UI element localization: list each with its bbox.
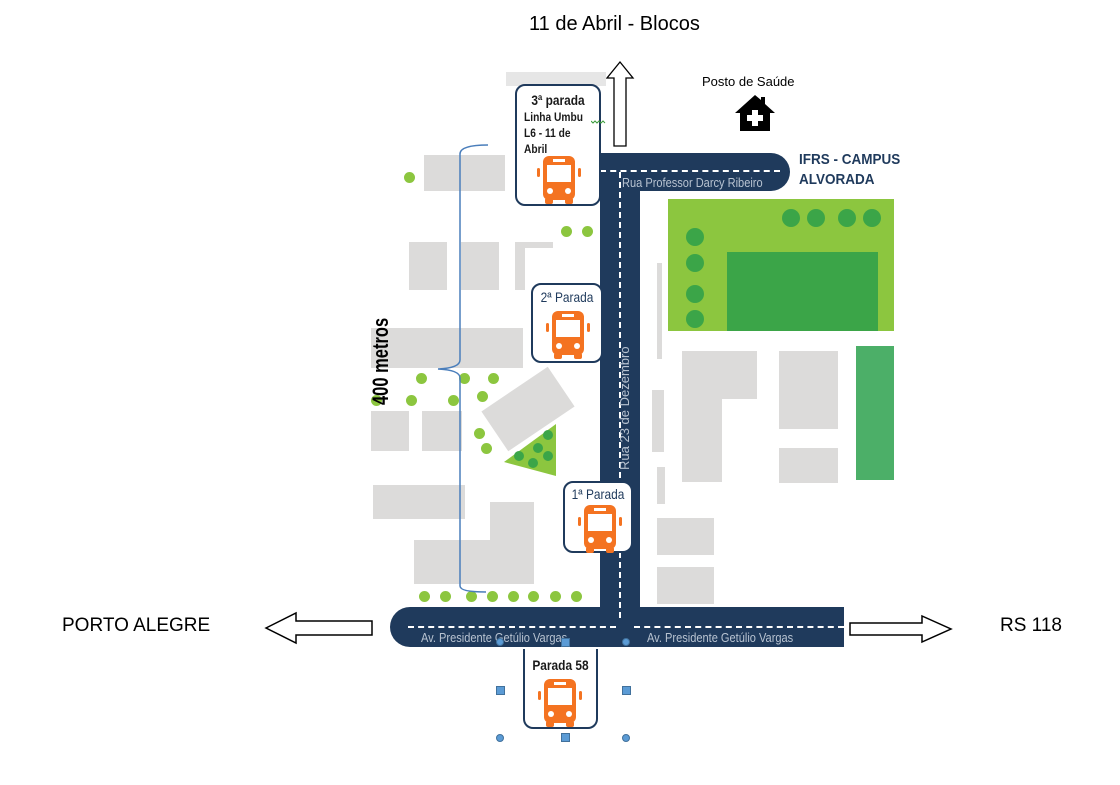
tree	[474, 428, 485, 439]
building	[409, 242, 447, 290]
tree	[561, 226, 572, 237]
lane-divider	[600, 170, 780, 172]
lane-divider	[619, 172, 621, 618]
tree	[477, 391, 488, 402]
building	[515, 242, 525, 290]
tree	[528, 591, 539, 602]
tree	[582, 226, 593, 237]
tree	[419, 591, 430, 602]
resize-handle[interactable]	[496, 638, 504, 646]
spellcheck-squiggle	[591, 120, 606, 124]
tree	[488, 373, 499, 384]
building	[422, 411, 462, 451]
tree	[459, 373, 470, 384]
tree	[481, 443, 492, 454]
resize-handle[interactable]	[561, 638, 570, 647]
tree	[686, 254, 704, 272]
tree	[371, 395, 382, 406]
bus-stop-2[interactable]: 2ª Parada	[531, 283, 603, 363]
building	[779, 351, 838, 429]
street-label-getulio-vargas-left: Av. Presidente Getúlio Vargas	[421, 630, 568, 645]
tree	[686, 310, 704, 328]
building	[515, 242, 553, 248]
triangle-park	[504, 424, 556, 476]
tree	[440, 591, 451, 602]
building	[682, 351, 722, 482]
building	[371, 328, 523, 368]
bus-icon	[578, 505, 622, 553]
direction-porto-alegre: PORTO ALEGRE	[62, 615, 211, 636]
building	[779, 448, 838, 483]
building	[506, 72, 606, 86]
building	[657, 518, 714, 555]
tree	[863, 209, 881, 227]
tree	[416, 373, 427, 384]
tree	[838, 209, 856, 227]
distance-bracket	[437, 144, 489, 593]
lane-divider	[408, 626, 616, 628]
tree	[508, 591, 519, 602]
building	[657, 263, 662, 359]
campus-sports-field	[727, 252, 878, 331]
bus-line-name: Linha Umbu	[524, 110, 583, 124]
tree	[550, 591, 561, 602]
building	[657, 467, 665, 504]
resize-handle[interactable]	[622, 686, 631, 695]
building	[414, 540, 534, 584]
street-label-23-dezembro: Rua 23 de Dezembro	[617, 346, 632, 470]
tree	[466, 591, 477, 602]
building	[424, 155, 505, 191]
resize-handle[interactable]	[622, 638, 630, 646]
bus-icon	[546, 311, 590, 359]
resize-handle[interactable]	[496, 686, 505, 695]
street-label-darcy-ribeiro: Rua Professor Darcy Ribeiro	[622, 175, 763, 190]
tree	[404, 172, 415, 183]
bus-stop-3-label: 3ª parada	[531, 92, 585, 108]
distance-label: 400 metros	[368, 317, 393, 405]
tree	[686, 285, 704, 303]
health-post-label: Posto de Saúde	[702, 74, 795, 89]
street-label-getulio-vargas-right: Av. Presidente Getúlio Vargas	[647, 630, 794, 645]
building	[373, 485, 465, 519]
tree	[448, 395, 459, 406]
tree	[487, 591, 498, 602]
resize-handle[interactable]	[496, 734, 504, 742]
bus-stop-2-label: 2ª Parada	[540, 289, 594, 305]
green-field	[856, 346, 894, 480]
tree	[686, 228, 704, 246]
bus-stop-3[interactable]: 3ª parada Linha Umbu L6 - 11 de Abril	[515, 84, 601, 206]
bus-icon	[537, 156, 581, 204]
bus-stop-58-label: Parada 58	[532, 657, 589, 673]
building	[461, 242, 499, 290]
building	[657, 567, 714, 604]
bus-icon	[538, 679, 582, 727]
bus-stop-1-label: 1ª Parada	[571, 486, 625, 502]
resize-handle[interactable]	[622, 734, 630, 742]
campus-label-line2: ALVORADA	[799, 171, 875, 188]
building	[371, 411, 409, 451]
arrow-left-icon	[264, 611, 373, 645]
arrow-right-icon	[849, 614, 953, 644]
resize-handle[interactable]	[561, 733, 570, 742]
campus-label-line1: IFRS - CAMPUS	[799, 151, 901, 168]
direction-rs-118: RS 118	[1000, 615, 1062, 636]
bus-stop-1[interactable]: 1ª Parada	[563, 481, 633, 553]
bus-line-suffix: Abril	[524, 142, 548, 156]
lane-divider	[634, 626, 844, 628]
campus-label: IFRS - CAMPUS ALVORADA	[799, 150, 900, 190]
building	[652, 390, 664, 452]
arrow-up-icon	[605, 60, 635, 147]
map-title: 11 de Abril - Blocos	[529, 13, 700, 35]
tree	[406, 395, 417, 406]
health-post-icon	[735, 95, 775, 131]
bus-stop-58[interactable]: Parada 58	[523, 649, 598, 729]
tree	[571, 591, 582, 602]
tree	[807, 209, 825, 227]
tree	[782, 209, 800, 227]
bus-line-code: L6 - 11 de	[524, 126, 571, 140]
bus-stop-3-details: Linha Umbu L6 - 11 de Abril	[524, 109, 583, 157]
